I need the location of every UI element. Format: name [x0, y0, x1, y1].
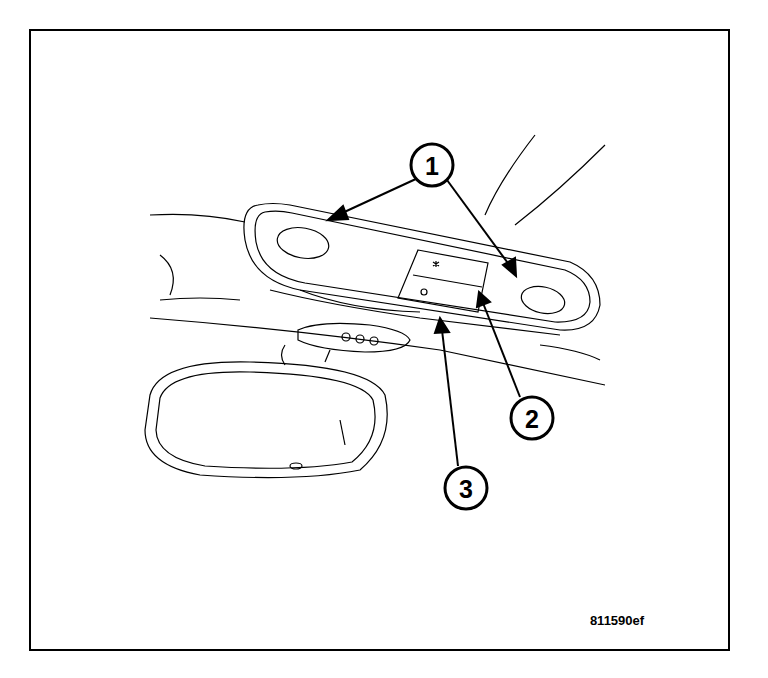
frame	[30, 30, 729, 650]
overhead-console	[145, 135, 605, 478]
figure-code: 811590ef	[590, 614, 644, 627]
callout-number: 3	[459, 477, 473, 502]
callout-number: 2	[525, 407, 539, 432]
callout-circles	[411, 144, 553, 509]
callout-number: 1	[425, 154, 439, 179]
leader-arrows	[328, 178, 520, 466]
